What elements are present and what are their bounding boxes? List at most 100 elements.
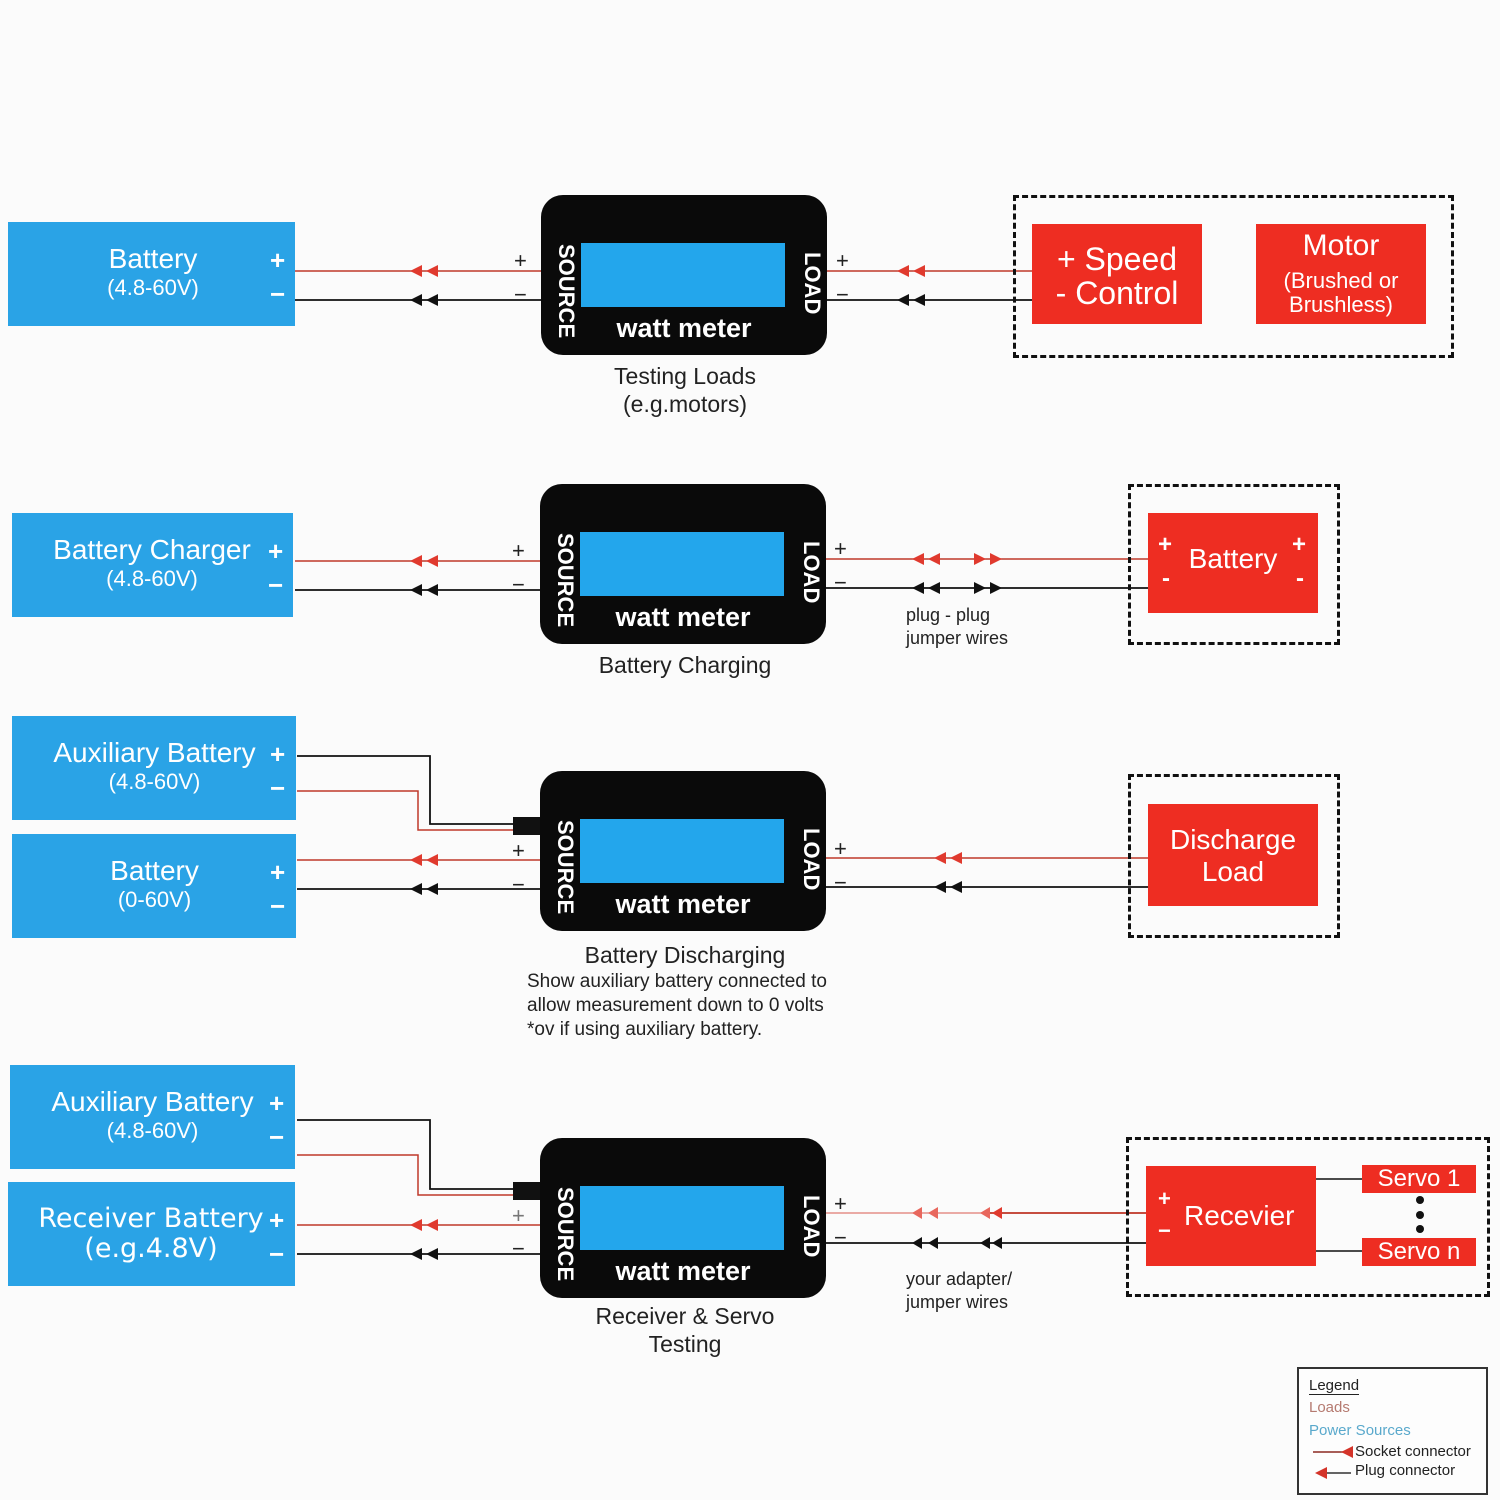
section2-wires [295, 553, 1150, 596]
caption: Battery Charging [598, 652, 772, 678]
minus-terminal: − [269, 1239, 285, 1269]
meter-load-plus: + [836, 248, 849, 273]
aux-positive-wire [297, 1119, 515, 1190]
plug-connector-icon [426, 555, 438, 567]
source-spec: (4.8-60V) [107, 275, 199, 300]
plus-terminal: + [1158, 531, 1173, 558]
socket-connector-icon [912, 1207, 922, 1219]
source-name: Auxiliary Battery [51, 1086, 254, 1117]
socket-connector-icon [410, 584, 422, 596]
socket-connector-icon [980, 1207, 990, 1219]
wire-note-line: jumper wires [906, 1292, 1009, 1312]
meter-source-minus: − [512, 572, 525, 597]
meter-load-label: LOAD [800, 251, 825, 315]
socket-connector-icon [934, 852, 946, 864]
meter-source-label: SOURCE [553, 1186, 578, 1282]
section4-wires [297, 1119, 1424, 1260]
aux-negative-wire [297, 1154, 515, 1196]
meter-load-minus: − [834, 870, 847, 895]
source-battery: Battery (0-60V) + − [12, 834, 296, 938]
meter-load-plus: + [834, 836, 847, 861]
meter-source-minus: − [512, 872, 525, 897]
minus-terminal: − [269, 1122, 285, 1152]
minus-terminal: − [1158, 1218, 1171, 1243]
plug-connector-icon [426, 265, 438, 277]
legend-plug: Plug connector [1355, 1462, 1456, 1479]
plug-connector-icon [974, 553, 986, 565]
aux-connector [513, 817, 543, 835]
source-name: Battery Charger [53, 534, 251, 565]
source-auxiliary-battery: Auxiliary Battery (4.8-60V) + − [12, 716, 296, 820]
aux-positive-wire [297, 755, 515, 825]
source-name: Battery [108, 243, 198, 274]
source-spec: (e.g.4.8V) [84, 1233, 218, 1264]
ellipsis-dot [1416, 1211, 1424, 1219]
source-name: Receiver Battery [38, 1203, 264, 1234]
plug-connector-icon [974, 582, 986, 594]
socket-connector-icon [410, 555, 422, 567]
plug-connector-icon [992, 1207, 1002, 1219]
socket-connector-icon [934, 881, 946, 893]
meter-name: watt meter [615, 889, 751, 919]
plus-terminal: + [270, 245, 286, 275]
plus-terminal: + [1158, 1186, 1171, 1211]
meter-source-label: SOURCE [554, 243, 579, 339]
socket-connector-icon [980, 1237, 990, 1249]
plug-connector-icon [928, 1237, 938, 1249]
meter-source-plus: + [512, 838, 525, 863]
plug-connector-icon [426, 883, 438, 895]
meter-source-label: SOURCE [553, 819, 578, 915]
wire-note-line: jumper wires [906, 628, 1009, 648]
load-line: Motor [1302, 229, 1380, 262]
source-spec: (4.8-60V) [108, 769, 201, 794]
meter-load-minus: − [836, 282, 849, 307]
load-line: Discharge [1169, 824, 1297, 855]
meter-name: watt meter [616, 313, 752, 343]
load-discharge: Discharge Load [1148, 804, 1318, 906]
socket-connector-icon [410, 294, 422, 306]
socket-connector-icon [410, 265, 422, 277]
load-line: Load [1201, 856, 1265, 887]
minus-terminal: − [270, 891, 286, 921]
watt-meter: SOURCE LOAD watt meter [540, 771, 826, 931]
plus-terminal: + [270, 739, 286, 769]
plug-connector-icon [913, 294, 925, 306]
lcd-display [580, 819, 784, 883]
plug-connector-icon [913, 265, 925, 277]
caption: Receiver & Servo Testing [560, 1302, 810, 1358]
socket-connector-icon [410, 883, 422, 895]
minus-terminal: − [270, 279, 286, 309]
socket-connector-icon [990, 582, 1002, 594]
source-spec: (4.8-60V) [106, 1118, 199, 1143]
plug-connector-icon [928, 1207, 938, 1219]
plus-terminal: + [269, 1205, 285, 1235]
plug-connector-icon [950, 852, 962, 864]
discharge-note: Show auxiliary battery connected to allo… [527, 970, 827, 1042]
meter-source-plus: + [512, 538, 525, 563]
meter-load-label: LOAD [799, 1194, 824, 1258]
socket-connector-icon [912, 1237, 922, 1249]
aux-negative-wire [297, 790, 515, 831]
load-name: Servo n [1377, 1238, 1461, 1265]
meter-source-plus: + [512, 1203, 525, 1228]
section3-wires [297, 755, 1148, 895]
load-group-box [1126, 1137, 1490, 1297]
plus-terminal: + [1292, 531, 1307, 558]
minus-terminal: − [270, 773, 286, 803]
meter-source-plus: + [514, 248, 527, 273]
load-battery: Battery + - + - [1148, 513, 1318, 613]
load-receiver: Recevier + − [1146, 1166, 1316, 1266]
load-servo-1: Servo 1 [1362, 1165, 1476, 1193]
minus-terminal: - [1162, 565, 1170, 592]
plug-connector-icon [426, 1219, 438, 1231]
meter-source-label: SOURCE [553, 532, 578, 628]
caption-line: Receiver & Servo [595, 1303, 775, 1329]
note-line: Show auxiliary battery connected to [527, 971, 827, 992]
meter-source-minus: − [512, 1236, 525, 1261]
plug-connector-icon [1315, 1467, 1351, 1479]
lcd-display [580, 1186, 784, 1250]
lcd-display [581, 243, 785, 307]
note-line: allow measurement down to 0 volts [527, 995, 824, 1016]
socket-connector-icon [912, 582, 924, 594]
